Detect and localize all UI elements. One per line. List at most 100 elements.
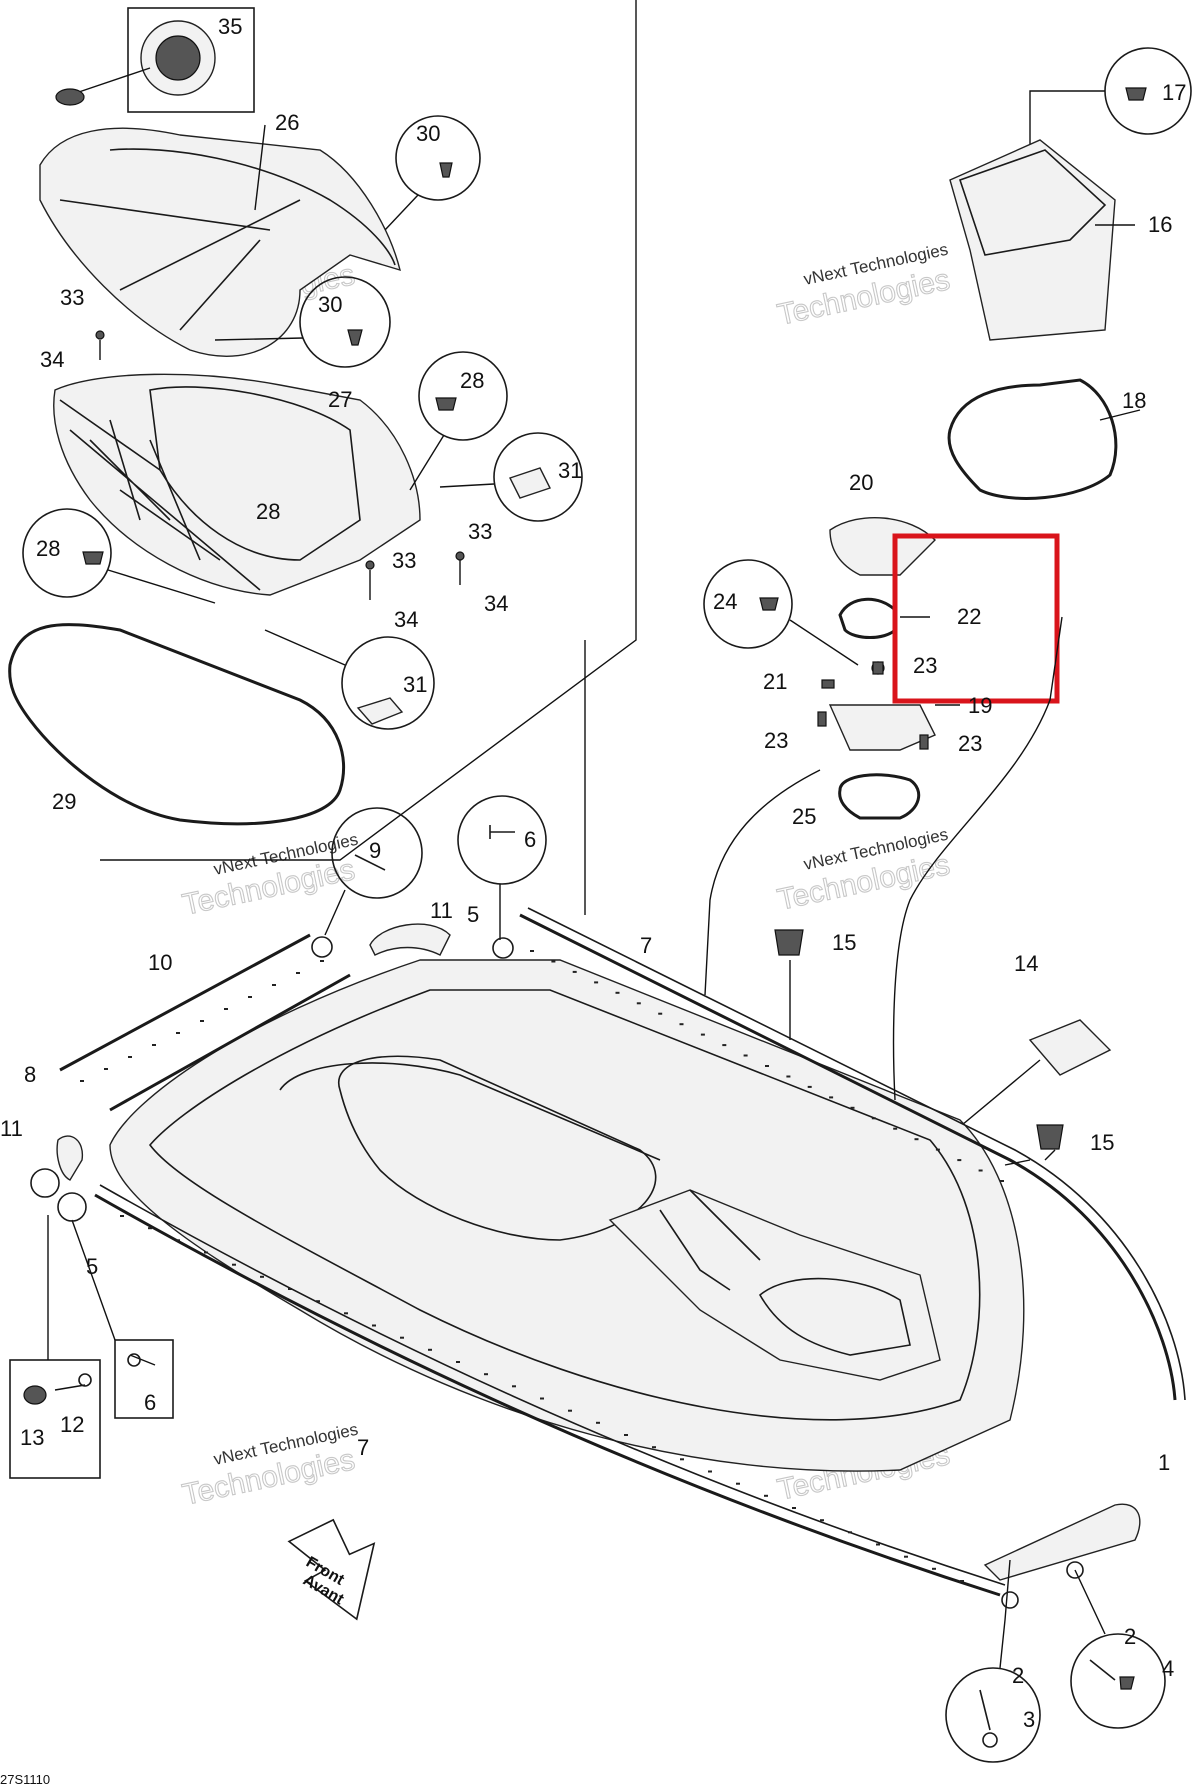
group-divider-line xyxy=(100,0,637,861)
rivet-dot xyxy=(456,1361,460,1363)
callout-5: 5 xyxy=(467,902,479,927)
rivet-dot xyxy=(820,1519,824,1522)
callout-28: 28 xyxy=(256,499,280,524)
rivet-dot xyxy=(152,1044,156,1046)
rivet-dot xyxy=(224,1008,228,1010)
callout-35: 35 xyxy=(218,14,242,39)
part-15-vents xyxy=(774,929,1064,1166)
rivet-dot xyxy=(484,1373,488,1376)
rivet-dot xyxy=(786,1075,791,1078)
callout-labels: 35 26 30 33 30 34 28 27 31 28 33 28 33 3… xyxy=(0,14,1186,1787)
callout-25: 25 xyxy=(792,804,816,829)
rivet-dot xyxy=(512,1385,516,1388)
callout-22: 22 xyxy=(957,604,981,629)
callout-2: 2 xyxy=(1012,1663,1024,1688)
detail-circle xyxy=(703,559,793,649)
part-26-seat-cover xyxy=(39,124,401,357)
callout-10: 10 xyxy=(148,950,172,975)
part-28-callouts xyxy=(22,351,508,604)
callout-23: 23 xyxy=(958,731,982,756)
rivet-dot xyxy=(615,991,620,994)
rubrail-left xyxy=(59,933,311,1072)
detail-box xyxy=(114,1339,174,1419)
part-1-front-bumper xyxy=(983,1503,1141,1581)
rivet-dot xyxy=(743,1054,748,1057)
rivet-dot xyxy=(904,1555,908,1558)
rivet-dot xyxy=(700,1033,705,1036)
part-24-circle xyxy=(703,559,859,666)
callout-34: 34 xyxy=(394,607,418,632)
callout-33: 33 xyxy=(468,519,492,544)
rivet-dot xyxy=(120,1215,124,1217)
rivet-dot xyxy=(764,1494,768,1497)
rubrail-upper xyxy=(519,913,1177,1401)
rivet-dot xyxy=(932,1567,936,1570)
rivet-dot xyxy=(400,1336,404,1339)
rivet-dot xyxy=(232,1263,236,1266)
rivet-dot xyxy=(596,1421,600,1424)
callout-20: 20 xyxy=(849,470,873,495)
callout-28: 28 xyxy=(460,368,484,393)
part-16-storage-bin xyxy=(949,47,1192,341)
rivet-dot xyxy=(104,1068,108,1070)
callout-5: 5 xyxy=(86,1254,98,1279)
callout-7: 7 xyxy=(357,1435,369,1460)
rivet-dot xyxy=(204,1251,208,1254)
rivet-dot xyxy=(652,1446,656,1449)
rivet-dot xyxy=(288,1288,292,1290)
fasteners-33-34 xyxy=(95,330,465,600)
callout-23: 23 xyxy=(913,653,937,678)
callout-31: 31 xyxy=(403,672,427,697)
callout-11: 11 xyxy=(0,1116,23,1141)
rivet-dot xyxy=(248,996,252,998)
callout-34: 34 xyxy=(484,591,508,616)
seat-cover-shape xyxy=(39,127,401,357)
callout-30: 30 xyxy=(318,292,342,317)
callout-12: 12 xyxy=(60,1412,84,1437)
part-6-9-callouts xyxy=(311,795,547,959)
rivet-dot xyxy=(176,1239,180,1242)
rivet-dot xyxy=(807,1085,812,1088)
callout-21: 21 xyxy=(763,669,787,694)
rivet-dot xyxy=(935,1148,940,1151)
rivet-dot xyxy=(680,1458,684,1461)
callout-8: 8 xyxy=(24,1062,36,1087)
seat-well xyxy=(337,1055,657,1241)
rivet-dot xyxy=(792,1507,796,1509)
rivet-dot xyxy=(260,1275,264,1278)
detail-circle xyxy=(418,351,508,441)
rivet-dot xyxy=(428,1348,432,1351)
part-22-lid-gasket xyxy=(838,597,930,639)
rivet-dot xyxy=(624,1434,628,1436)
part-31-callouts xyxy=(264,432,583,730)
part-30-callouts xyxy=(214,115,481,368)
detail-circle xyxy=(395,115,481,201)
callout-9: 9 xyxy=(369,838,381,863)
callout-15: 15 xyxy=(832,930,856,955)
rivet-dot xyxy=(829,1096,834,1099)
callout-27: 27 xyxy=(328,387,352,412)
detail-circle xyxy=(30,1168,60,1198)
rivet-dot xyxy=(530,950,534,952)
detail-circle xyxy=(945,1667,1041,1763)
rivet-dot xyxy=(658,1012,663,1015)
rivet-dot xyxy=(765,1065,769,1067)
callout-7: 7 xyxy=(640,933,652,958)
part-29-seat-gasket xyxy=(8,623,346,826)
rivet-dot xyxy=(551,960,556,963)
part-2-3-4-callouts xyxy=(945,1559,1166,1763)
drawing-code: 27S1110 xyxy=(0,1772,50,1787)
callout-3: 3 xyxy=(1023,1707,1035,1732)
rivet-dot xyxy=(272,984,276,986)
callout-30: 30 xyxy=(416,121,440,146)
callout-26: 26 xyxy=(275,110,299,135)
detail-circle xyxy=(457,795,547,885)
detail-circle xyxy=(331,807,423,899)
part-12-13-box xyxy=(9,1168,174,1479)
badge-center xyxy=(155,35,201,81)
rivet-dot xyxy=(372,1324,376,1327)
seat-base-shape xyxy=(53,373,421,596)
leader-lines xyxy=(584,616,1063,1161)
main-deck xyxy=(56,907,1186,1597)
callout-33: 33 xyxy=(392,548,416,573)
